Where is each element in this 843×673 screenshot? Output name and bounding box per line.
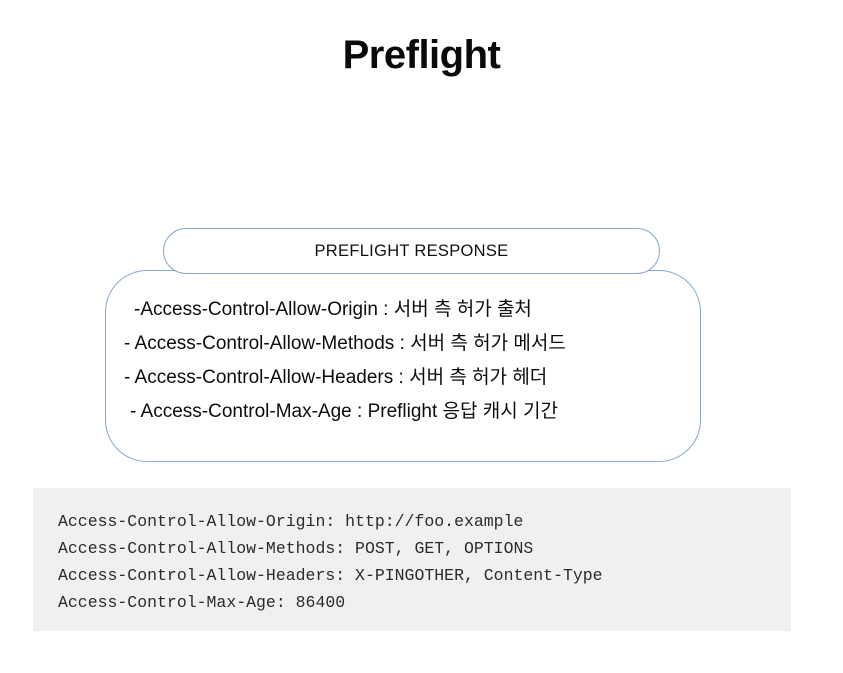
http-response-code-block: Access-Control-Allow-Origin: http://foo.…	[33, 488, 791, 631]
code-line: Access-Control-Allow-Origin: http://foo.…	[58, 512, 524, 531]
preflight-response-body-box: -Access-Control-Allow-Origin : 서버 측 허가 출…	[105, 270, 701, 462]
code-line: Access-Control-Allow-Methods: POST, GET,…	[58, 539, 534, 558]
code-line: Access-Control-Allow-Headers: X-PINGOTHE…	[58, 566, 603, 585]
response-header-line: - Access-Control-Allow-Methods : 서버 측 허가…	[124, 333, 566, 354]
response-header-line: - Access-Control-Max-Age : Preflight 응답 …	[130, 401, 558, 422]
code-line: Access-Control-Max-Age: 86400	[58, 593, 346, 612]
preflight-response-header-box: PREFLIGHT RESPONSE	[163, 228, 660, 274]
response-header-line: - Access-Control-Allow-Headers : 서버 측 허가…	[124, 367, 548, 388]
page-title: Preflight	[342, 33, 501, 77]
response-header-line: -Access-Control-Allow-Origin : 서버 측 허가 출…	[134, 299, 532, 320]
preflight-response-title: PREFLIGHT RESPONSE	[314, 241, 509, 260]
